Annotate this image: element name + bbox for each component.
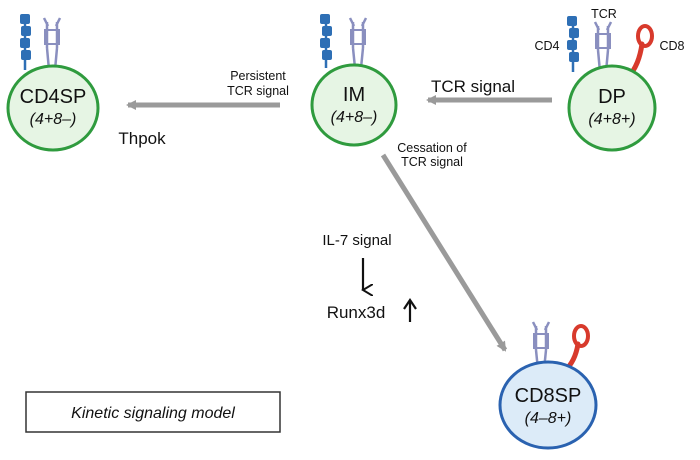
cell-im: IM (4+8–): [310, 14, 398, 147]
cd4-molecule-icon: [567, 16, 579, 72]
arrow-im-to-cd8sp: [380, 153, 508, 352]
im-cell-body: [310, 63, 398, 147]
tcr-molecule-icon: [42, 17, 62, 71]
dp-ratio: (4+8+): [588, 111, 635, 128]
dp-name: DP: [598, 86, 626, 108]
model-label: Kinetic signaling model: [71, 405, 235, 422]
tcr-label: TCR: [591, 7, 617, 21]
cd8sp-cell-body: [498, 360, 598, 450]
persistent-tcr-label-line2: TCR signal: [227, 84, 289, 98]
il7-signal-label: IL-7 signal: [322, 232, 391, 249]
cessation-label-line2: TCR signal: [401, 155, 463, 169]
up-arrow-icon: [403, 298, 417, 322]
runx3d-label: Runx3d: [327, 303, 386, 322]
cell-cd8sp: CD8SP (4–8+): [498, 321, 598, 450]
tcr-molecule-icon: [348, 17, 368, 69]
dp-cell-body: [567, 64, 657, 152]
cd4-molecule-icon: [20, 14, 31, 70]
im-name: IM: [343, 84, 365, 106]
tcr-signal-label: TCR signal: [431, 77, 515, 96]
cd4-molecule-icon: [320, 14, 332, 68]
cd8sp-ratio: (4–8+): [525, 410, 572, 427]
thpok-label: Thpok: [118, 129, 166, 148]
tcr-molecule-icon: [593, 21, 613, 73]
cd4sp-cell-body: [6, 64, 100, 152]
cd8sp-name: CD8SP: [515, 385, 582, 407]
persistent-tcr-label-line1: Persistent: [230, 69, 286, 83]
im-ratio: (4+8–): [331, 109, 378, 126]
cd8-label: CD8: [659, 39, 684, 53]
tcr-molecule-icon: [531, 321, 551, 371]
cell-cd4sp: CD4SP (4+8–): [6, 14, 100, 152]
cd4sp-ratio: (4+8–): [30, 111, 77, 128]
model-label-box: Kinetic signaling model: [25, 391, 281, 433]
cell-dp: DP (4+8+) CD4 TCR CD8: [534, 7, 685, 152]
cessation-label-line1: Cessation of: [397, 141, 467, 155]
cd4-label: CD4: [534, 39, 559, 53]
cd4sp-name: CD4SP: [20, 86, 87, 108]
